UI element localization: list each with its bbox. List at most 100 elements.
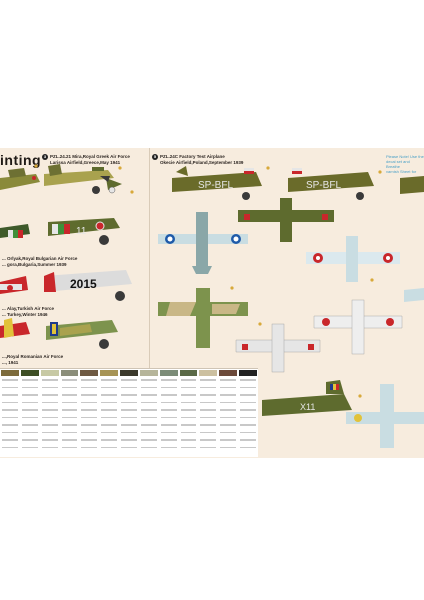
paint-cell — [61, 409, 78, 411]
paint-chip — [199, 370, 218, 376]
paint-cell — [121, 446, 137, 448]
paint-cell — [41, 409, 58, 411]
marker-badge: 3 — [42, 154, 48, 160]
paint-cell — [121, 431, 137, 433]
paint-cell — [220, 446, 237, 448]
paint-chip — [139, 370, 158, 376]
paint-cell — [220, 379, 237, 381]
paint-cell — [240, 401, 256, 403]
caption-romanian: ...,Royal Romanian Air Force ..., 1941 — [2, 354, 64, 365]
plane-polish-side-1: SP-BFL — [172, 166, 262, 200]
paint-cell — [81, 401, 98, 403]
paint-cell — [200, 401, 217, 403]
paint-cell — [101, 431, 118, 433]
marker-badge: 5 — [152, 154, 158, 160]
paint-cell — [2, 386, 18, 388]
paint-cell — [101, 379, 118, 381]
paint-chip — [60, 370, 79, 376]
paint-cell — [101, 424, 118, 426]
paint-cell — [61, 379, 78, 381]
paint-cell — [121, 386, 137, 388]
paint-cell — [180, 439, 197, 441]
paint-cell — [200, 439, 217, 441]
paint-cell — [140, 424, 157, 426]
paint-cell — [21, 409, 38, 411]
paint-cell — [121, 401, 137, 403]
paint-cell — [160, 439, 177, 441]
paint-cell — [81, 379, 98, 381]
paint-cell — [160, 394, 177, 396]
paint-cell — [160, 424, 177, 426]
paint-cell — [81, 416, 98, 418]
caption-turkish: ... Alay,Turkish Air Force ... Turkey,Wi… — [2, 306, 55, 317]
paint-cell — [121, 394, 137, 396]
paint-cell — [101, 439, 118, 441]
paint-cell — [240, 409, 256, 411]
plane-blue-top-right — [346, 384, 424, 448]
registration-text: 2015 — [70, 277, 97, 291]
paint-cell — [200, 394, 217, 396]
paint-cell — [41, 416, 58, 418]
plane-romanian-side-2 — [46, 320, 118, 349]
paint-cell — [21, 379, 38, 381]
paint-cell — [121, 416, 137, 418]
plane-camo-top — [158, 288, 248, 348]
paint-cell — [101, 394, 118, 396]
paint-chip — [219, 370, 238, 376]
paint-cell — [140, 379, 157, 381]
plane-polish-side-2: SP-BFL — [288, 168, 374, 200]
paint-cell — [2, 416, 18, 418]
paint-chip — [179, 370, 198, 376]
plane-greek-side — [0, 168, 40, 190]
paint-cell — [121, 379, 137, 381]
paint-chip — [120, 370, 138, 376]
paint-cell — [140, 416, 157, 418]
paint-cell — [160, 409, 177, 411]
plane-bulgarian-side-2: 11 — [48, 218, 120, 245]
paint-cell — [160, 401, 177, 403]
stencil-markers — [34, 164, 382, 398]
paint-cell — [200, 424, 217, 426]
paint-chip — [1, 370, 19, 376]
paint-cell — [61, 394, 78, 396]
paint-cell — [2, 439, 18, 441]
paint-cell — [140, 394, 157, 396]
paint-cell — [220, 431, 237, 433]
paint-chip — [239, 370, 257, 376]
sheet-title: inting — [0, 152, 42, 168]
paint-cell — [180, 409, 197, 411]
plane-romanian-side-right: X11 — [262, 380, 352, 416]
paint-cell — [81, 394, 98, 396]
paint-cell — [140, 439, 157, 441]
paint-cell — [61, 416, 78, 418]
paint-cell — [160, 416, 177, 418]
paint-cell — [41, 424, 58, 426]
paint-cell — [180, 379, 197, 381]
paint-cell — [240, 424, 256, 426]
paint-cell — [101, 416, 118, 418]
paint-cell — [41, 431, 58, 433]
paint-cell — [240, 431, 256, 433]
registration-text: 11 — [76, 226, 87, 237]
paint-cell — [21, 416, 38, 418]
paint-chip — [159, 370, 178, 376]
paint-cell — [121, 439, 137, 441]
plane-turkish-side-2: 2015 — [44, 270, 132, 301]
plane-silver-top — [235, 323, 321, 373]
paint-cell — [2, 379, 18, 381]
paint-cell — [41, 386, 58, 388]
paint-cell — [61, 424, 78, 426]
note-top-right: Please Note! Use the decal set and Breat… — [386, 154, 424, 174]
paint-cell — [220, 394, 237, 396]
paint-cell — [180, 394, 197, 396]
paint-cell — [21, 424, 38, 426]
paint-cell — [140, 409, 157, 411]
panel-divider — [149, 148, 150, 380]
paint-cell — [61, 431, 78, 433]
paint-cell — [200, 379, 217, 381]
paint-cell — [180, 386, 197, 388]
paint-cell — [2, 424, 18, 426]
paint-cell — [21, 446, 38, 448]
paint-cell — [220, 416, 237, 418]
paint-cell — [21, 386, 38, 388]
